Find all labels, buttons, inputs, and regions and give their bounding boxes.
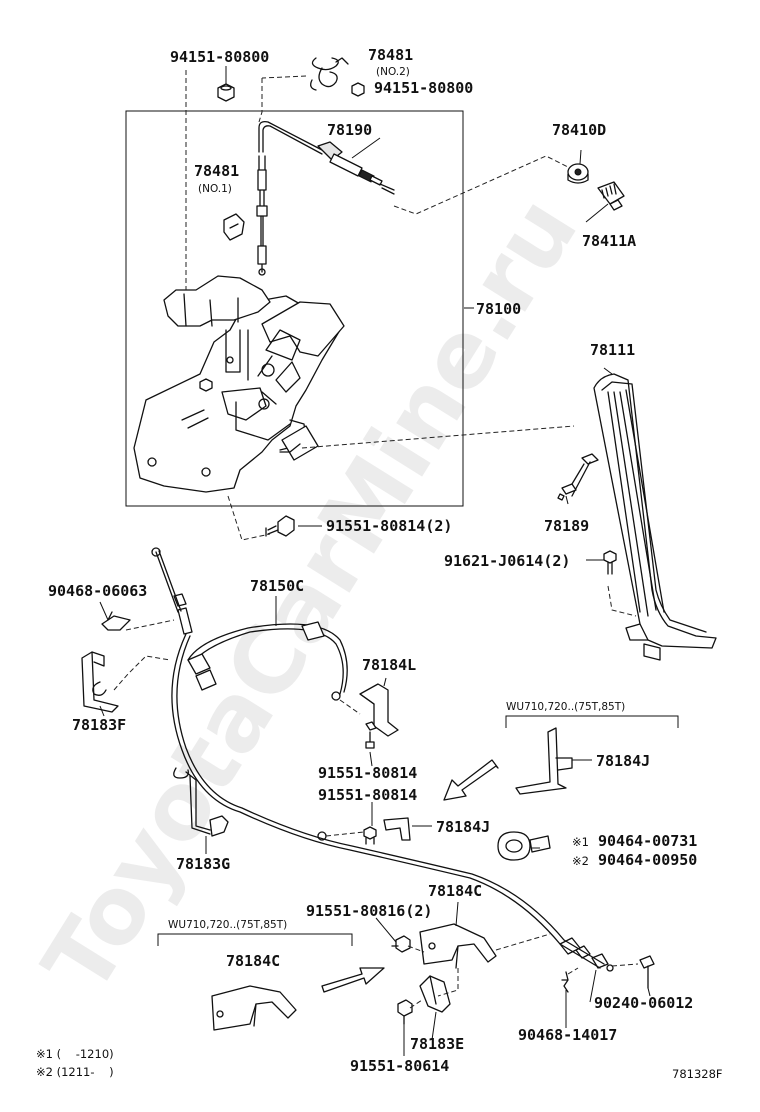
clamp-90468-06063 bbox=[101, 611, 131, 631]
collar-78410d bbox=[567, 163, 589, 184]
drawing-id: 781328F bbox=[672, 1067, 723, 1081]
nut-94151-b bbox=[351, 82, 365, 97]
clip-78481-no2 bbox=[310, 57, 349, 91]
label-78189: 78189 bbox=[544, 517, 589, 535]
label-90464-00731: 90464-00731 bbox=[598, 832, 697, 850]
label-78184j: 78184J bbox=[436, 818, 490, 836]
bolt-91621 bbox=[603, 550, 617, 575]
label-78410d: 78410D bbox=[552, 121, 606, 139]
cable-78190 bbox=[256, 120, 395, 276]
clip-78481-no1 bbox=[223, 213, 245, 241]
label-90468-06063: 90468-06063 bbox=[48, 582, 147, 600]
bracket-78183g bbox=[173, 767, 229, 837]
assembly-frame-78100 bbox=[125, 110, 464, 507]
bracket-78184c bbox=[419, 923, 497, 969]
label-78150c: 78150C bbox=[250, 577, 304, 595]
label-90464-00950: 90464-00950 bbox=[598, 851, 697, 869]
cable-78150c bbox=[151, 547, 614, 972]
footnote-1: ※1 ( -1210) bbox=[36, 1047, 114, 1061]
bracket-78184l bbox=[331, 683, 399, 749]
pedal-bracket-assembly bbox=[133, 275, 345, 493]
label-91621-j0614: 91621-J0614(2) bbox=[444, 552, 570, 570]
label-91551-80816: 91551-80816(2) bbox=[306, 902, 432, 920]
bolt-91551-80614 bbox=[397, 999, 413, 1025]
label-78190: 78190 bbox=[327, 121, 372, 139]
bracket-78184j-variant bbox=[515, 727, 573, 795]
accelerator-pedal-78111 bbox=[593, 373, 717, 661]
label-78184l: 78184L bbox=[362, 656, 416, 674]
bracket-78184c-variant bbox=[211, 985, 297, 1031]
label-78183e: 78183E bbox=[410, 1035, 464, 1053]
label-wu-variant-a: WU710,720..(75T,85T) bbox=[506, 701, 625, 713]
label-78183f: 78183F bbox=[72, 716, 126, 734]
variant-bracket-bottom bbox=[157, 933, 353, 946]
bracket-78183f bbox=[81, 651, 119, 713]
label-91551-80814-b: 91551-80814 bbox=[318, 786, 417, 804]
label-78184c-variant: 78184C bbox=[226, 952, 280, 970]
label-90468-14017: 90468-14017 bbox=[518, 1026, 617, 1044]
label-78411a: 78411A bbox=[582, 232, 636, 250]
footnote-2: ※2 (1211- ) bbox=[36, 1065, 114, 1079]
label-mark2: ※2 bbox=[572, 854, 589, 868]
variant-bracket-top bbox=[505, 715, 679, 728]
label-94151-80800-b: 94151-80800 bbox=[374, 79, 473, 97]
leader-lines bbox=[113, 70, 639, 1009]
clip-90468-14017 bbox=[561, 971, 569, 993]
clamp-90464 bbox=[497, 831, 551, 861]
bolt-78189 bbox=[557, 453, 599, 501]
label-94151-80800-a: 94151-80800 bbox=[170, 48, 269, 66]
label-78481-no1: 78481 bbox=[194, 162, 239, 180]
label-wu-variant-b: WU710,720..(75T,85T) bbox=[168, 919, 287, 931]
bolt-91551-80814-a bbox=[363, 826, 377, 845]
label-78481-no2: 78481 bbox=[368, 46, 413, 64]
bolt-91551-80814-2 bbox=[265, 515, 295, 537]
label-78183g: 78183G bbox=[176, 855, 230, 873]
label-91551-80814-2: 91551-80814(2) bbox=[326, 517, 452, 535]
label-91551-80814-a: 91551-80814 bbox=[318, 764, 417, 782]
label-mark1: ※1 bbox=[572, 835, 589, 849]
label-78184c: 78184C bbox=[428, 882, 482, 900]
label-90240-06012: 90240-06012 bbox=[594, 994, 693, 1012]
label-91551-80614: 91551-80614 bbox=[350, 1057, 449, 1075]
stopper-78411a bbox=[597, 181, 625, 211]
label-no1: (NO.1) bbox=[198, 183, 232, 195]
label-leaders bbox=[99, 66, 651, 1056]
label-78184j-variant: 78184J bbox=[596, 752, 650, 770]
bracket-78183e bbox=[419, 975, 451, 1013]
label-78111: 78111 bbox=[590, 341, 635, 359]
nut-94151-a bbox=[217, 83, 235, 102]
arrow-a bbox=[443, 759, 499, 801]
arrow-b bbox=[321, 967, 385, 993]
label-78100: 78100 bbox=[476, 300, 521, 318]
bolt-91551-80816 bbox=[391, 935, 411, 953]
label-no2: (NO.2) bbox=[376, 66, 410, 78]
pin-90240-06012 bbox=[639, 955, 655, 989]
